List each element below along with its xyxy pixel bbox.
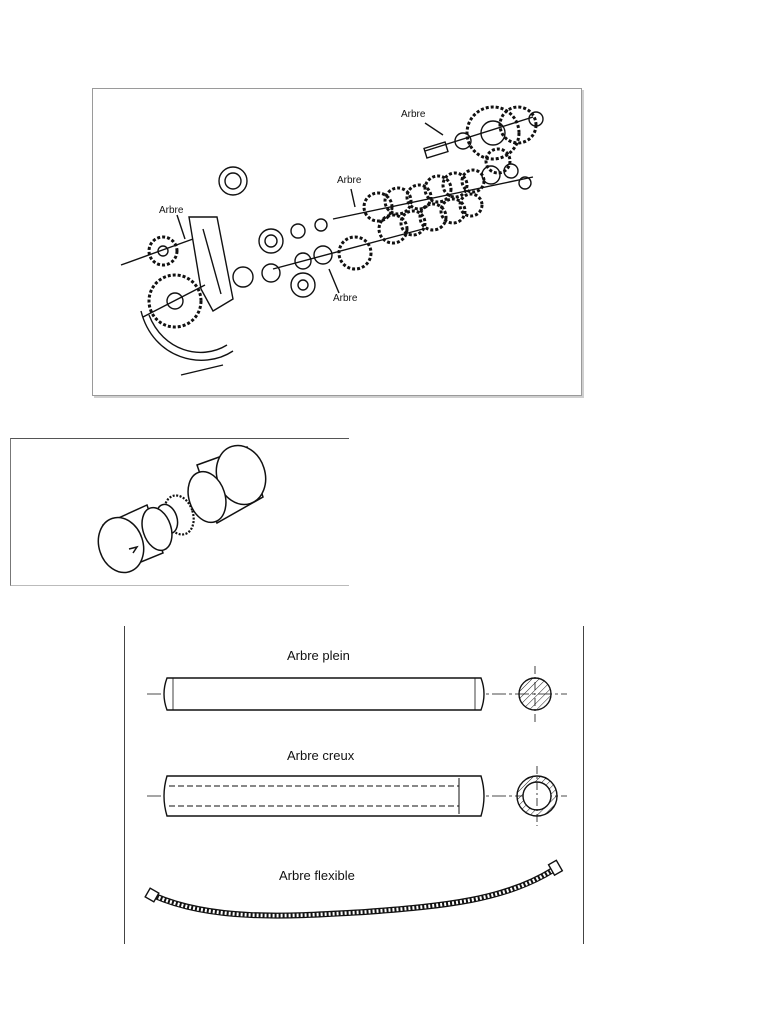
- hollow-shaft: [147, 766, 567, 826]
- gearbox-label-middle-shaft: Arbre: [337, 175, 362, 186]
- flexible-shaft: [144, 859, 564, 919]
- gearbox-label-lower-shaft: Arbre: [333, 293, 358, 304]
- solid-shaft: [147, 666, 567, 722]
- shaft-types-diagram: Arbre plein Arbre creux Arbre flexible: [124, 626, 584, 944]
- label-arbre-creux: Arbre creux: [287, 748, 355, 763]
- gearbox-exploded-view: Arbre Arbre Arbre Arbre: [92, 88, 582, 396]
- gearbox-label-left-shaft: Arbre: [159, 205, 184, 216]
- coupling-illustration: [10, 438, 349, 586]
- gearbox-drawing: [120, 105, 544, 376]
- gearbox-label-top-shaft: Arbre: [401, 109, 426, 120]
- coupling-drawing: [97, 444, 267, 574]
- label-arbre-flexible: Arbre flexible: [279, 868, 355, 883]
- label-arbre-plein: Arbre plein: [287, 648, 350, 663]
- shaft-drawings: [144, 666, 567, 919]
